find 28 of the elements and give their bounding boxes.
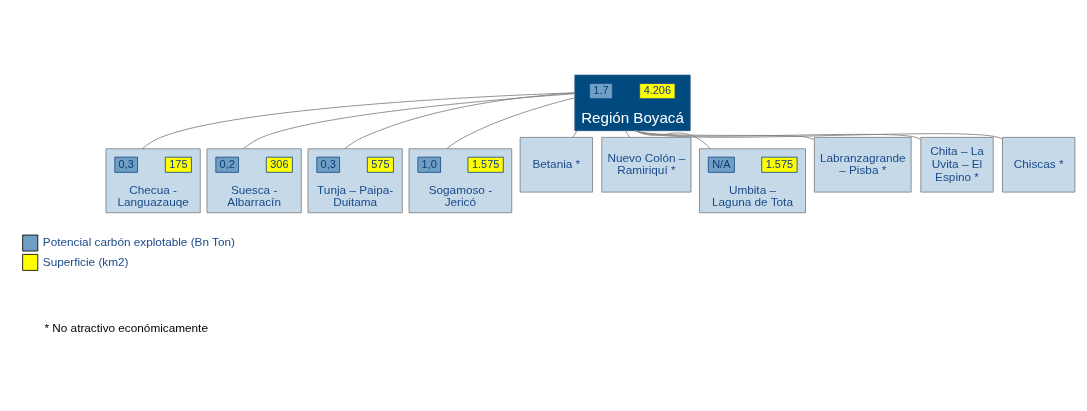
node-box: 1.7	[589, 82, 613, 99]
node-box: N/A	[707, 156, 735, 173]
node-box: 1.575	[467, 156, 504, 173]
connector	[344, 92, 576, 149]
node-box: 1.575	[761, 156, 798, 173]
node-box: Nuevo Colón – Ramiriquí *	[601, 136, 692, 193]
connector	[635, 129, 711, 149]
node-box: Chiscas *	[1002, 136, 1076, 193]
node-box: Labranzagrande – Pisba *	[813, 136, 912, 193]
connector	[635, 129, 1003, 139]
node-box: 175	[164, 156, 192, 173]
node-box: 0,2	[215, 156, 239, 173]
node-box: 0,3	[316, 156, 340, 173]
node-box: 4.206	[639, 82, 676, 99]
legend-label: Potencial carbón explotable (Bn Ton)	[42, 234, 235, 248]
node-box: Chita – La Uvita – El Espino *	[920, 136, 994, 193]
connector	[572, 129, 578, 138]
node-box: Betania *	[519, 136, 593, 193]
node-box: 575	[366, 156, 394, 173]
node-box: 1,0	[417, 156, 441, 173]
legend-label: Superficie (km2)	[42, 254, 129, 268]
connector	[446, 96, 576, 149]
node-box: 0,3	[114, 156, 138, 173]
connector	[625, 129, 630, 138]
connector	[141, 91, 576, 149]
connector	[242, 92, 576, 149]
node-box: 306	[265, 156, 293, 173]
label: * No atractivo económicamente	[44, 320, 208, 334]
